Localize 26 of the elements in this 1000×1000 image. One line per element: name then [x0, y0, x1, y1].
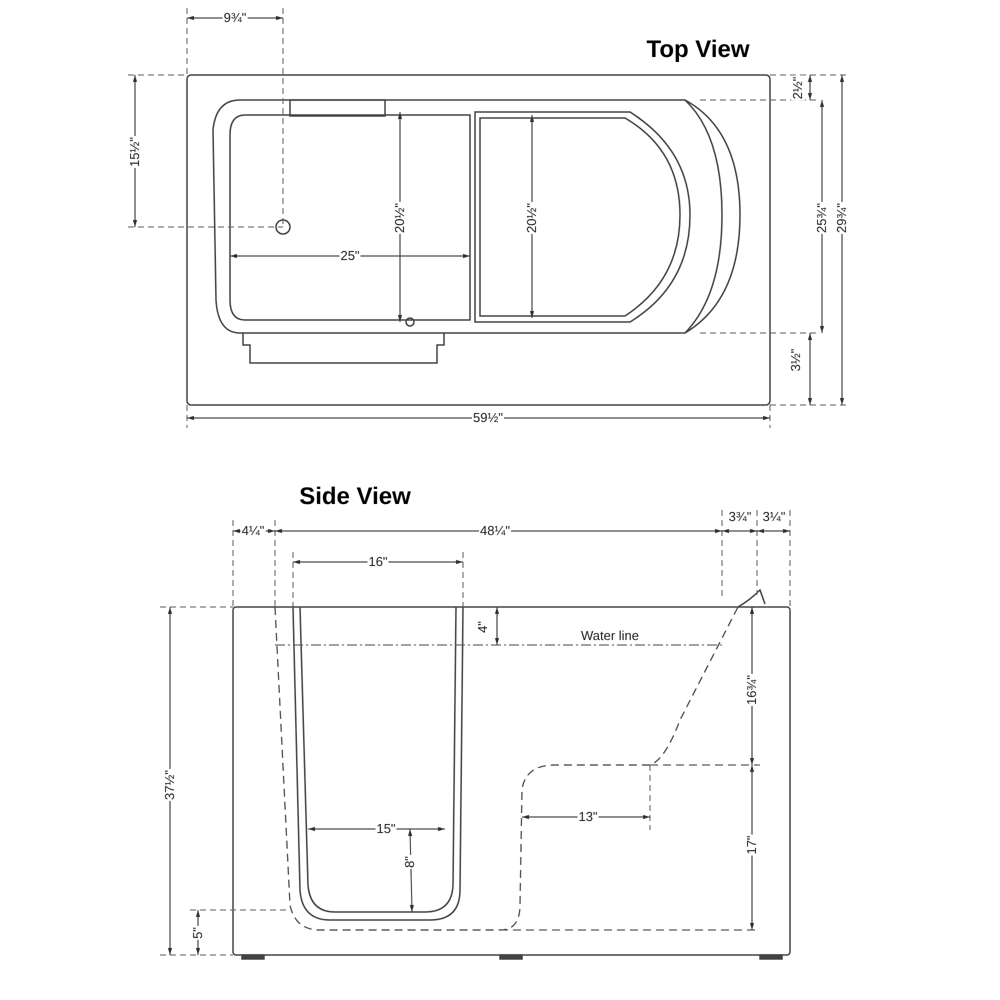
dimension-label: 4" [476, 620, 490, 634]
dimension-label: 3¼" [762, 510, 786, 524]
dimension-label: 9¾" [222, 11, 248, 25]
view-title: Top View [645, 37, 751, 63]
dimension-label: 15" [375, 822, 397, 836]
dimension-label: 3¾" [728, 510, 752, 524]
view-title: Side View [298, 484, 412, 510]
dimension-label: 16" [367, 555, 389, 569]
dimension-label: 25¾" [815, 202, 829, 234]
dimension-label: 4¼" [240, 524, 266, 538]
dimension-label: 17" [745, 834, 759, 856]
dimension-label: 2½" [791, 76, 805, 100]
dimension-label: 3½" [789, 348, 803, 372]
dimension-label: 5" [191, 926, 205, 940]
dimension-label: 25" [339, 249, 361, 263]
dimension-label: 20½" [525, 202, 539, 234]
dimension-label: 16¾" [745, 674, 759, 706]
dimension-label: 37½" [163, 769, 177, 801]
dimension-label: 20½" [393, 202, 407, 234]
dimension-label: 59½" [472, 411, 504, 425]
dimension-label: 15½" [128, 136, 142, 168]
dimension-label: 29¾" [835, 202, 849, 234]
dimension-label: 8" [403, 855, 417, 869]
water-line-label: Water line [580, 629, 640, 643]
dimension-label: 13" [577, 810, 599, 824]
dimension-label: 48¼" [479, 524, 511, 538]
